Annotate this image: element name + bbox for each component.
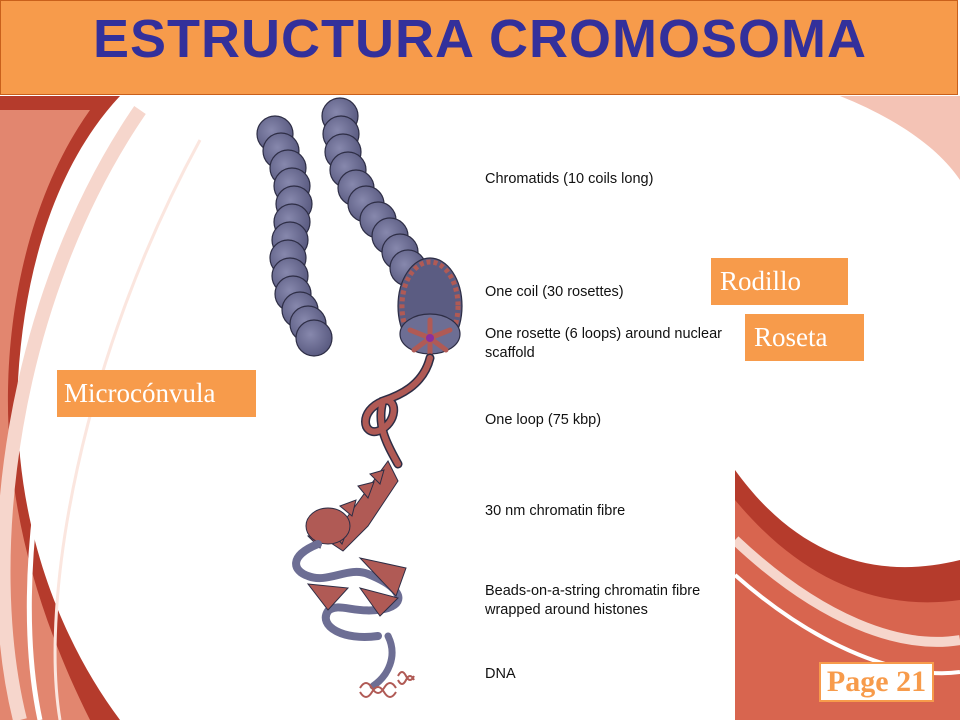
- label-dna: DNA: [485, 666, 516, 682]
- label-one-loop: One loop (75 kbp): [485, 412, 602, 428]
- label-chromatids: Chromatids (10 coils long): [485, 171, 654, 187]
- label-one-rosette: One rosette (6 loops) around nuclear sca…: [485, 326, 722, 361]
- callout-microconvula: Microcónvula: [57, 370, 256, 417]
- beads-on-string: [292, 540, 407, 690]
- title-bar: [0, 0, 958, 95]
- label-30nm-fibre: 30 nm chromatin fibre: [485, 503, 626, 519]
- callout-rodillo: Rodillo: [711, 258, 848, 305]
- page-number: Page 21: [819, 662, 934, 702]
- label-beads-on-string: Beads-on-a-string chromatin fibre wrappe…: [485, 583, 701, 618]
- chromosome-figure: Chromatids (10 coils long) One coil (30 …: [248, 96, 735, 705]
- callout-roseta: Roseta: [745, 314, 864, 361]
- coil-rosettes: [397, 257, 463, 357]
- slide-title: ESTRUCTURA CROMOSOMA: [93, 9, 867, 69]
- right-chromatid: [321, 97, 427, 287]
- chromosome-diagram: [256, 97, 463, 698]
- chromatin-loop-fill: [362, 355, 433, 467]
- dna-strand: [359, 671, 415, 698]
- label-one-coil: One coil (30 rosettes): [485, 284, 624, 300]
- 30nm-fibre: [305, 460, 399, 552]
- left-chromatid: [256, 115, 333, 357]
